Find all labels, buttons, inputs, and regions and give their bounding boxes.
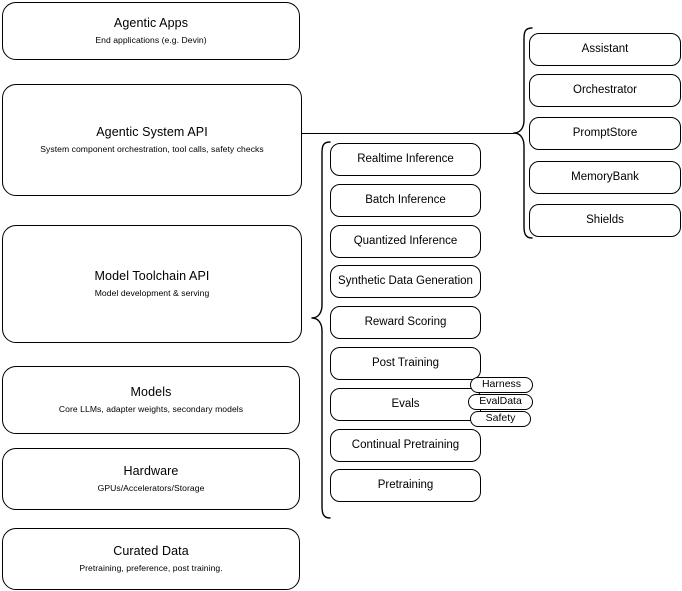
agentic-component-label: Assistant <box>581 42 629 55</box>
agentic-component-label: Orchestrator <box>573 83 637 96</box>
stack-layer-title: Curated Data <box>113 544 189 559</box>
stack-layer-title: Agentic System API <box>96 125 208 140</box>
toolchain-api-label: Pretraining <box>377 478 434 491</box>
evals-subcomponent-label: EvalData <box>479 395 522 408</box>
evals-subcomponent-evaldata[interactable]: EvalData <box>468 394 533 410</box>
toolchain-api-pretraining[interactable]: Pretraining <box>330 469 481 502</box>
agentic-component-shields[interactable]: Shields <box>529 204 681 237</box>
toolchain-api-quantized-inference[interactable]: Quantized Inference <box>330 225 481 258</box>
stack-layer-subtitle: Core LLMs, adapter weights, secondary mo… <box>58 403 244 414</box>
brace-model-toolchain-apis <box>310 140 332 520</box>
toolchain-api-label: Evals <box>391 397 420 410</box>
stack-layer-subtitle: System component orchestration, tool cal… <box>40 143 264 154</box>
toolchain-api-synthetic-data-generation[interactable]: Synthetic Data Generation <box>330 265 481 298</box>
toolchain-api-label: Realtime Inference <box>357 152 454 165</box>
toolchain-api-label: Synthetic Data Generation <box>338 274 473 287</box>
toolchain-api-realtime-inference[interactable]: Realtime Inference <box>330 143 481 176</box>
stack-layer-subtitle: Pretraining, preference, post training. <box>79 562 223 573</box>
stack-layer-title: Hardware <box>123 464 179 479</box>
stack-layer-model-toolchain-api[interactable]: Model Toolchain API Model development & … <box>2 225 302 343</box>
toolchain-api-batch-inference[interactable]: Batch Inference <box>330 184 481 217</box>
evals-subcomponent-label: Harness <box>481 378 522 391</box>
toolchain-api-evals[interactable]: Evals <box>330 388 481 421</box>
stack-layer-agentic-system-api[interactable]: Agentic System API System component orch… <box>2 84 302 196</box>
stack-layer-subtitle: End applications (e.g. Devin) <box>95 34 207 45</box>
stack-layer-title: Models <box>130 385 172 400</box>
stack-layer-subtitle: Model development & serving <box>94 287 210 298</box>
toolchain-api-continual-pretraining[interactable]: Continual Pretraining <box>330 429 481 462</box>
stack-layer-title: Agentic Apps <box>113 16 189 31</box>
toolchain-api-label: Batch Inference <box>365 193 446 206</box>
evals-subcomponent-harness[interactable]: Harness <box>470 377 533 393</box>
toolchain-api-post-training[interactable]: Post Training <box>330 347 481 380</box>
stack-layer-subtitle: GPUs/Accelerators/Storage <box>97 482 205 493</box>
agentic-component-label: PromptStore <box>572 126 638 139</box>
stack-layer-curated-data[interactable]: Curated Data Pretraining, preference, po… <box>2 528 300 590</box>
agentic-component-memorybank[interactable]: MemoryBank <box>529 161 681 194</box>
agentic-component-label: Shields <box>586 213 624 226</box>
stack-layer-models[interactable]: Models Core LLMs, adapter weights, secon… <box>2 366 300 434</box>
agentic-component-assistant[interactable]: Assistant <box>529 33 681 66</box>
evals-subcomponent-label: Safety <box>485 412 516 425</box>
toolchain-api-label: Post Training <box>371 356 440 369</box>
stack-layer-title: Model Toolchain API <box>94 269 210 284</box>
toolchain-api-label: Reward Scoring <box>364 315 447 328</box>
agentic-component-orchestrator[interactable]: Orchestrator <box>529 74 681 107</box>
toolchain-api-label: Continual Pretraining <box>351 438 460 451</box>
stack-layer-agentic-apps[interactable]: Agentic Apps End applications (e.g. Devi… <box>2 2 300 60</box>
toolchain-api-label: Quantized Inference <box>353 234 458 247</box>
stack-layer-hardware[interactable]: Hardware GPUs/Accelerators/Storage <box>2 448 300 510</box>
agentic-component-promptstore[interactable]: PromptStore <box>529 117 681 150</box>
agentic-component-label: MemoryBank <box>571 170 639 183</box>
evals-subcomponent-safety[interactable]: Safety <box>470 411 531 427</box>
connector-agentic-system-api-to-components <box>302 133 514 135</box>
toolchain-api-reward-scoring[interactable]: Reward Scoring <box>330 306 481 339</box>
